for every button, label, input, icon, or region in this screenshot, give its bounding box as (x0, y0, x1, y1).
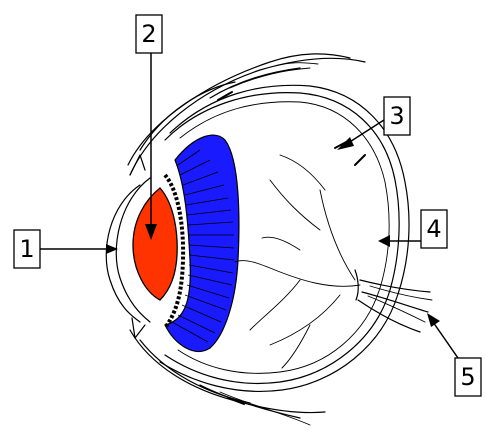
label-1: 1 (14, 230, 118, 268)
retinal-vessels (235, 155, 360, 368)
optic-nerve (355, 270, 432, 332)
lens (133, 188, 177, 300)
label-5: 5 (427, 313, 481, 396)
label-3: 3 (337, 97, 410, 150)
label-2-text: 2 (141, 20, 156, 48)
upper-eyelid-lines (128, 54, 365, 175)
label-5-text: 5 (460, 363, 475, 391)
label-4: 4 (378, 210, 447, 248)
label-3-text: 3 (389, 102, 404, 130)
lower-eyelid-lines (130, 330, 325, 425)
label-1-text: 1 (19, 235, 34, 263)
label-4-text: 4 (426, 215, 441, 243)
